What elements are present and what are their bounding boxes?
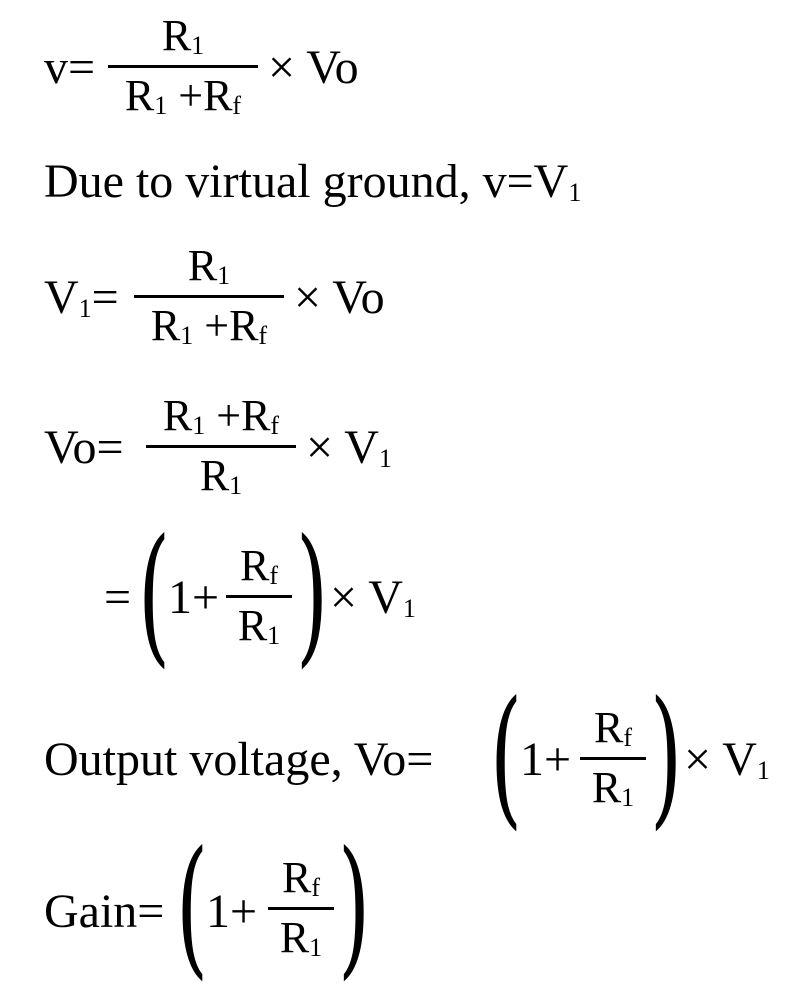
eq1-numerator: R1 [161, 11, 205, 60]
eq6-numerator: Rf [281, 853, 321, 902]
eq4-close-paren: ) [296, 508, 329, 682]
eq3-lhs: Vo= [44, 421, 124, 474]
eq2-numerator: R1 [187, 241, 231, 290]
eq6-fraction-bar [268, 907, 334, 910]
eq4-fraction: Rf R1 [226, 544, 292, 649]
eq6-open-paren: ( [176, 820, 209, 994]
eq1-rhs: × Vo [268, 41, 359, 94]
eq1-denominator: R1 +Rf [124, 71, 242, 120]
eq1-fraction: R1 R1 +Rf [108, 14, 258, 119]
eq2-lhs: V1= [44, 271, 119, 324]
eq5-fraction: Rf R1 [580, 706, 646, 811]
eq4-one-plus: 1+ [168, 571, 220, 624]
eq3-fraction: R1 +Rf R1 [146, 394, 296, 499]
eq5-rhs: × V1 [684, 733, 770, 786]
virtual-ground-text: Due to virtual ground, v=V1 [44, 155, 582, 208]
eq4-rhs: × V1 [330, 571, 416, 624]
eq6-fraction: Rf R1 [268, 856, 334, 961]
eq6-close-paren: ) [338, 820, 371, 994]
eq4-denominator: R1 [237, 601, 281, 650]
eq5-denominator: R1 [591, 763, 635, 812]
eq6-one-plus: 1+ [206, 885, 258, 938]
eq5-lhs: Output voltage, Vo= [44, 733, 434, 786]
eq5-one-plus: 1+ [520, 733, 572, 786]
eq2-fraction-bar [134, 295, 284, 298]
eq5-fraction-bar [580, 757, 646, 760]
eq5-open-paren: ( [490, 670, 523, 844]
eq5-close-paren: ) [650, 670, 683, 844]
eq3-numerator: R1 +Rf [162, 391, 280, 440]
eq3-fraction-bar [146, 445, 296, 448]
eq4-open-paren: ( [138, 508, 171, 682]
eq4-numerator: Rf [239, 541, 279, 590]
eq3-rhs: × V1 [306, 421, 392, 474]
eq1-fraction-bar [108, 65, 258, 68]
eq2-fraction: R1 R1 +Rf [134, 244, 284, 349]
eq6-denominator: R1 [279, 913, 323, 962]
eq4-fraction-bar [226, 595, 292, 598]
eq6-lhs: Gain= [44, 885, 165, 938]
eq5-numerator: Rf [593, 703, 633, 752]
eq2-denominator: R1 +Rf [150, 301, 268, 350]
eq4-lhs: = [104, 571, 132, 624]
eq2-rhs: × Vo [294, 271, 385, 324]
eq3-denominator: R1 [199, 451, 243, 500]
eq1-lhs: v= [44, 41, 96, 94]
